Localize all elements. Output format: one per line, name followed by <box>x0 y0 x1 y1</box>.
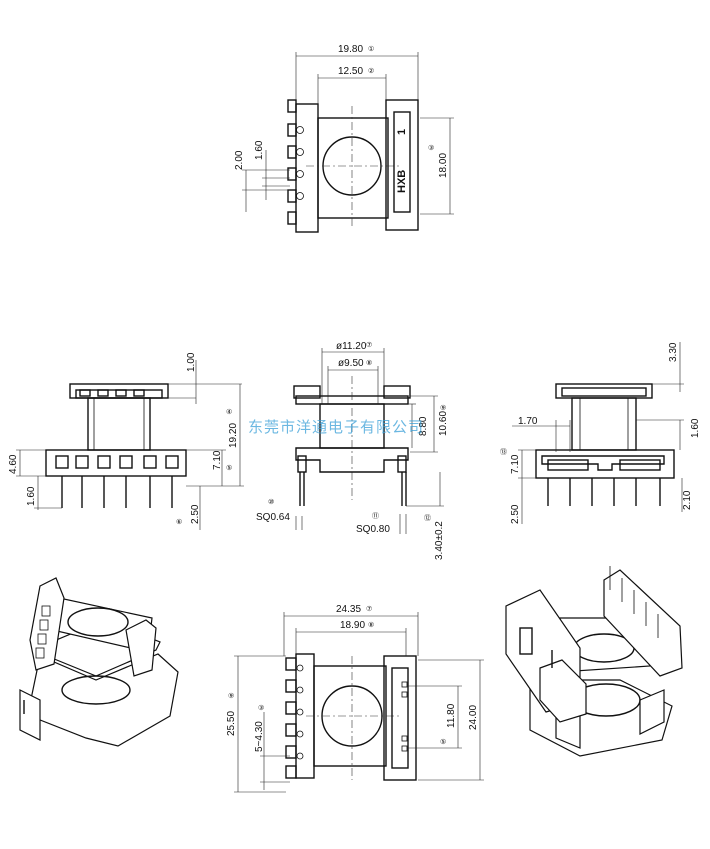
dim-right-gap: 1.60 <box>690 418 701 438</box>
dim-side-total-height: 19.20 <box>228 423 239 448</box>
dim-right-foot-b: 2.10 <box>682 490 693 510</box>
marker-e: ⑤ <box>226 464 232 472</box>
marker-a: ① <box>368 45 374 53</box>
dim-pin-pitch-a: 2.00 <box>234 150 245 170</box>
marker-m: ⑬ <box>500 448 507 456</box>
dim-pin-pitch-b: 1.60 <box>254 140 265 160</box>
isometric-view-right <box>505 566 683 757</box>
marker-bottom-a: ⑦ <box>366 605 372 613</box>
dim-top-width-inner: 12.50 <box>338 66 363 77</box>
dim-bottom-height-outer: 25.50 <box>226 711 237 736</box>
dim-side-foot: 2.50 <box>190 504 201 524</box>
dim-front-height-b: 10.60 <box>438 411 449 436</box>
dim-front-pin-sq-b: SQ0.80 <box>356 524 390 535</box>
right-view: 3.30 1.70 1.60 7.10 ⑬ 2.50 2.10 <box>500 342 701 524</box>
dim-right-base-height: 7.10 <box>510 454 521 474</box>
marker-k: ⑪ <box>372 512 379 520</box>
marker-j: ⑩ <box>268 498 274 506</box>
marker-f: ⑥ <box>176 518 182 526</box>
dim-right-slot: 1.70 <box>518 416 538 427</box>
dim-right-foot-a: 2.50 <box>510 504 521 524</box>
dim-top-width-outer: 19.80 <box>338 44 363 55</box>
marker-bottom-e: ⑤ <box>440 738 446 746</box>
dim-bottom-height-inner: 11.80 <box>446 703 457 728</box>
marker-b: ② <box>368 67 374 75</box>
watermark: 东莞市洋通电子有限公司 <box>248 418 424 436</box>
side-view: 1.00 19.20 ④ 7.10 ⑤ 4.60 1.60 2.50 ⑥ <box>8 352 244 530</box>
dim-front-pin-sq-a: SQ0.64 <box>256 512 290 523</box>
dim-side-pin-section: 4.60 <box>8 454 19 474</box>
front-view: ø11.20 ⑦ ø9.50 ⑧ 8.80 10.60 ⑨ SQ0.64 ⑩ S… <box>256 341 449 560</box>
dim-bottom-width-inner: 18.90 <box>340 620 365 631</box>
marker-h: ⑧ <box>366 359 372 367</box>
dim-front-inner-diameter: ø9.50 <box>338 358 364 369</box>
number-marking: 1 <box>396 129 408 135</box>
marker-bottom-b: ⑧ <box>368 621 374 629</box>
top-view: HXB 1 19.80 ① 12.50 ② 18.00 ③ 2.00 1.60 <box>234 44 454 233</box>
dim-front-pin-length: 3.40±0.2 <box>434 521 445 560</box>
dim-side-top-gap: 1.00 <box>186 352 197 372</box>
marker-bottom-c: ⑨ <box>228 692 234 700</box>
marker-l: ⑫ <box>424 514 431 522</box>
marker-c: ③ <box>428 144 434 152</box>
dim-bottom-pins: 5~4.30 <box>254 721 265 752</box>
dim-bottom-width-outer: 24.35 <box>336 604 361 615</box>
dim-front-outer-diameter: ø11.20 <box>336 341 367 352</box>
dim-side-pin-length: 1.60 <box>26 486 37 506</box>
marker-g: ⑦ <box>366 341 372 349</box>
dim-right-top-height: 3.30 <box>668 342 679 362</box>
brand-marking: HXB <box>396 170 408 193</box>
dim-side-base-height: 7.10 <box>212 450 223 470</box>
marker-d: ④ <box>226 408 232 416</box>
dim-bottom-height-total: 24.00 <box>468 705 479 730</box>
marker-bottom-d: ③ <box>258 704 264 712</box>
dim-top-height: 18.00 <box>438 153 449 178</box>
isometric-view-left <box>19 577 179 747</box>
marker-i: ⑨ <box>440 404 446 412</box>
bottom-view: 24.35 ⑦ 18.90 ⑧ 25.50 ⑨ 5~4.30 ③ 11.80 ⑤… <box>226 604 484 793</box>
dim-front-height-a: 8.80 <box>418 416 429 436</box>
